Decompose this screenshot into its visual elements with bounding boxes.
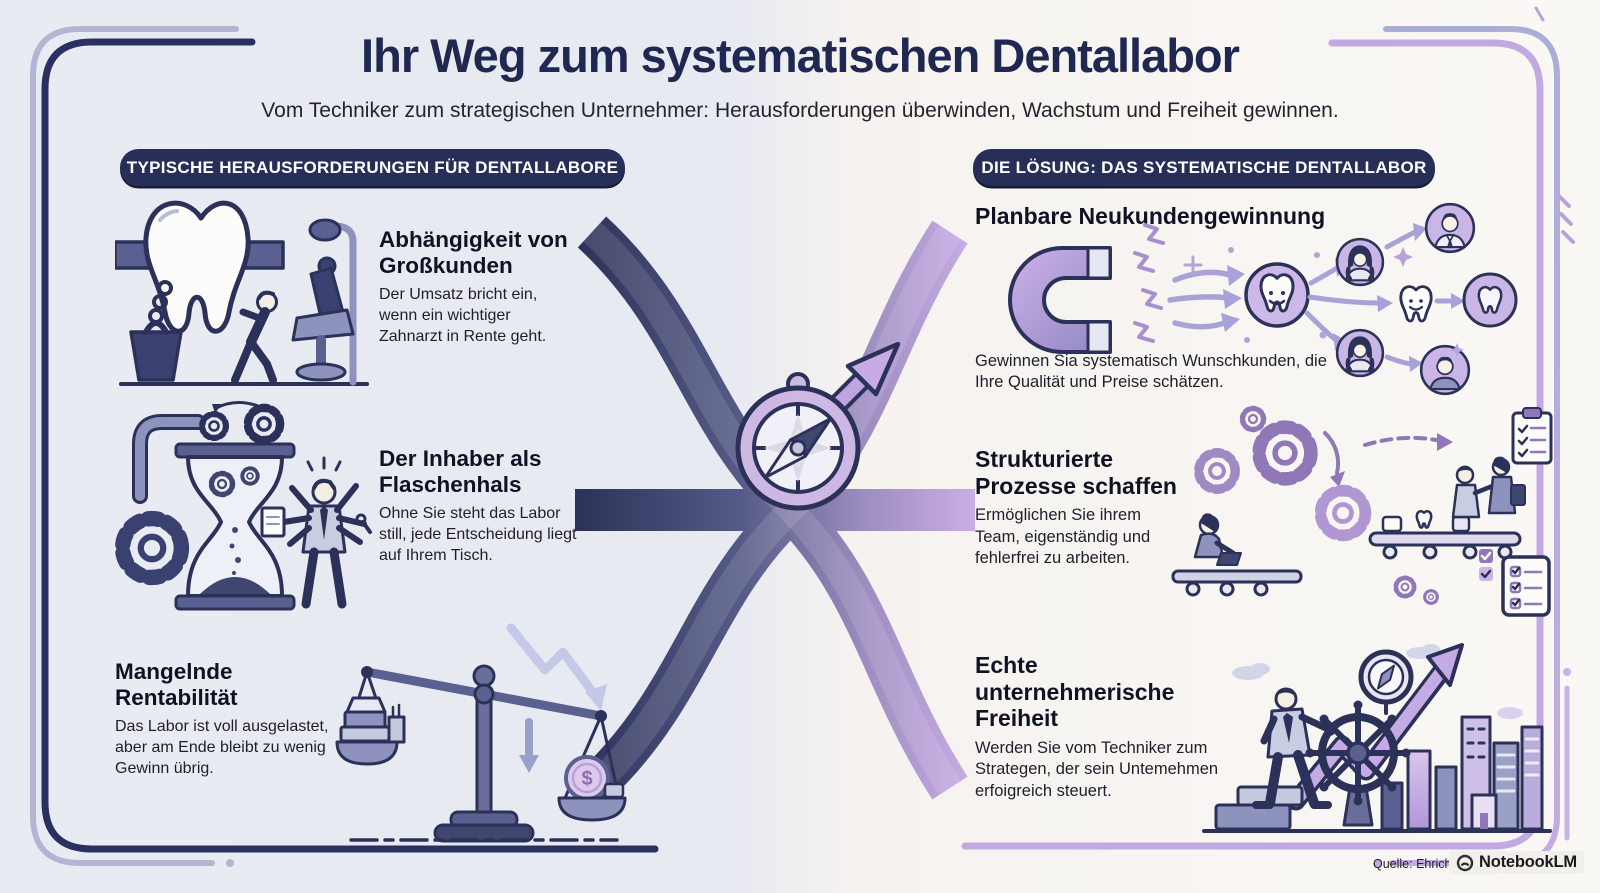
solution-1-caption-wrap: Gewinnen Sia systematisch Wunschkunden, …: [975, 351, 1335, 394]
challenge-1-body: Der Umsatz bricht ein, wenn ein wichtige…: [379, 286, 547, 345]
captain-at-helm-growth-illustration: [1202, 643, 1552, 833]
notebooklm-logo-text: NotebookLM: [1479, 853, 1577, 871]
challenge-1-title: Abhängigkeit von Großkunden: [379, 227, 568, 279]
compass-icon: [735, 372, 861, 511]
solution-item-2: Strukturierte Prozesse schaffen Ermöglic…: [975, 446, 1215, 570]
solution-3-title: Echte unternehmerische Freiheit: [975, 652, 1175, 732]
hourglass-gears-overworked-owner-illustration: [112, 401, 372, 611]
not: NotebookLM: [1449, 851, 1584, 874]
challenges-header-pill: TYPISCHE HERAUSFORDERUNGEN FÜR DENTALLAB…: [120, 149, 625, 186]
challenge-item-1: Abhängigkeit von Großkunden Der Umsatz b…: [379, 227, 584, 348]
page-title: Ihr Weg zum systematischen Dentallabor: [361, 29, 1240, 82]
unbalanced-scale-illustration: $: [335, 623, 627, 843]
source-credit: Quelle: Ehrich: [1373, 857, 1452, 871]
challenge-2-title: Der Inhaber als Flaschenhals: [379, 446, 542, 498]
challenge-item-2: Der Inhaber als Flaschenhals Ohne Sie st…: [379, 446, 594, 567]
challenge-3-title: Mangelnde Rentabilität: [115, 659, 238, 711]
solution-2-body: Ermöglichen Sie ihrem Team, eigenständig…: [975, 506, 1151, 568]
solution-3-body: Werden Sie vom Techniker zum Strategen, …: [975, 739, 1219, 800]
dollar-coin-symbol: $: [581, 768, 592, 790]
challenge-2-body: Ohne Sie steht das Labor still, jede Ent…: [379, 505, 577, 564]
solutions-header-pill: DIE LÖSUNG: DAS SYSTEMATISCHE DENTALLABO…: [973, 149, 1435, 186]
challenge-3-body: Das Labor ist voll ausgelastet, aber am …: [115, 718, 329, 777]
notebooklm-logo-icon: [1456, 854, 1474, 871]
challenge-item-3: Mangelnde Rentabilität Das Labor ist vol…: [115, 659, 365, 780]
solution-item-3: Echte unternehmerische Freiheit Werden S…: [975, 652, 1218, 802]
crossroads-paths: [575, 216, 975, 804]
growth-arrow-icon: [797, 341, 901, 445]
page-subtitle: Vom Techniker zum strategischen Unterneh…: [261, 99, 1339, 122]
tooth-chained-to-weight-illustration: [115, 200, 369, 386]
solution-1-body: Gewinnen Sia systematisch Wunschkunden, …: [975, 352, 1327, 392]
magnet-attracting-patients-illustration: [1008, 202, 1518, 396]
gears-team-workflow-illustration: [1171, 405, 1553, 617]
solution-2-title: Strukturierte Prozesse schaffen: [975, 446, 1177, 499]
